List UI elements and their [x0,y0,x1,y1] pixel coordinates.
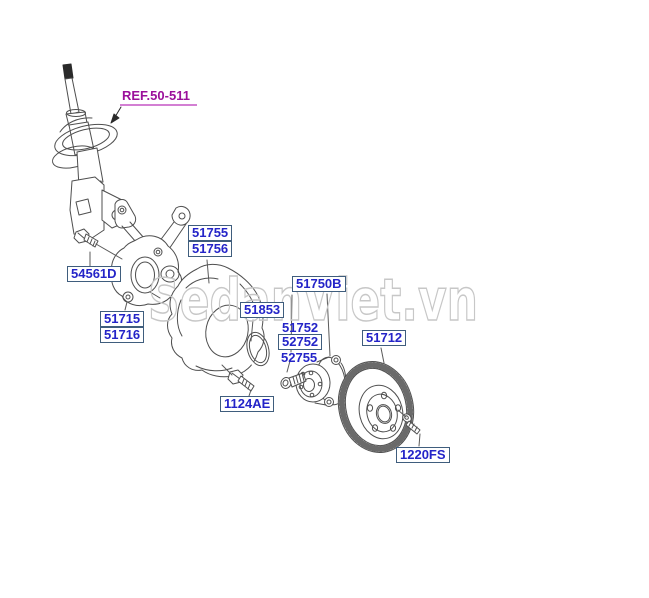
part-label-1220fs[interactable]: 1220FS [396,447,450,463]
knuckle-drawing [111,199,191,307]
wheel-stud-drawing [280,372,307,389]
part-label-52752[interactable]: 52752 [278,334,323,350]
ref-arrow-icon [110,106,122,124]
part-label-51755[interactable]: 51755 [188,225,233,241]
brake-disc-drawing [337,360,415,454]
part-label-54561d[interactable]: 54561D [67,266,121,282]
part-label-51756[interactable]: 51756 [188,241,233,257]
part-label-51715[interactable]: 51715 [100,311,145,327]
part-label-52755[interactable]: 52755 [281,350,318,365]
part-label-51716[interactable]: 51716 [100,327,145,343]
ref-label-50-511[interactable]: REF.50-511 [120,89,197,106]
leader-lines [89,243,421,447]
part-label-51750b[interactable]: 51750B [292,276,346,292]
snap-ring-drawing [245,331,270,367]
part-label-51752[interactable]: 51752 [282,320,319,335]
part-label-51853[interactable]: 51853 [240,302,285,318]
strut-bracket-bolt-drawing [73,228,99,248]
part-label-1124ae[interactable]: 1124AE [220,396,275,412]
shield-bolt-drawing [227,369,255,392]
part-label-51712[interactable]: 51712 [362,330,407,346]
